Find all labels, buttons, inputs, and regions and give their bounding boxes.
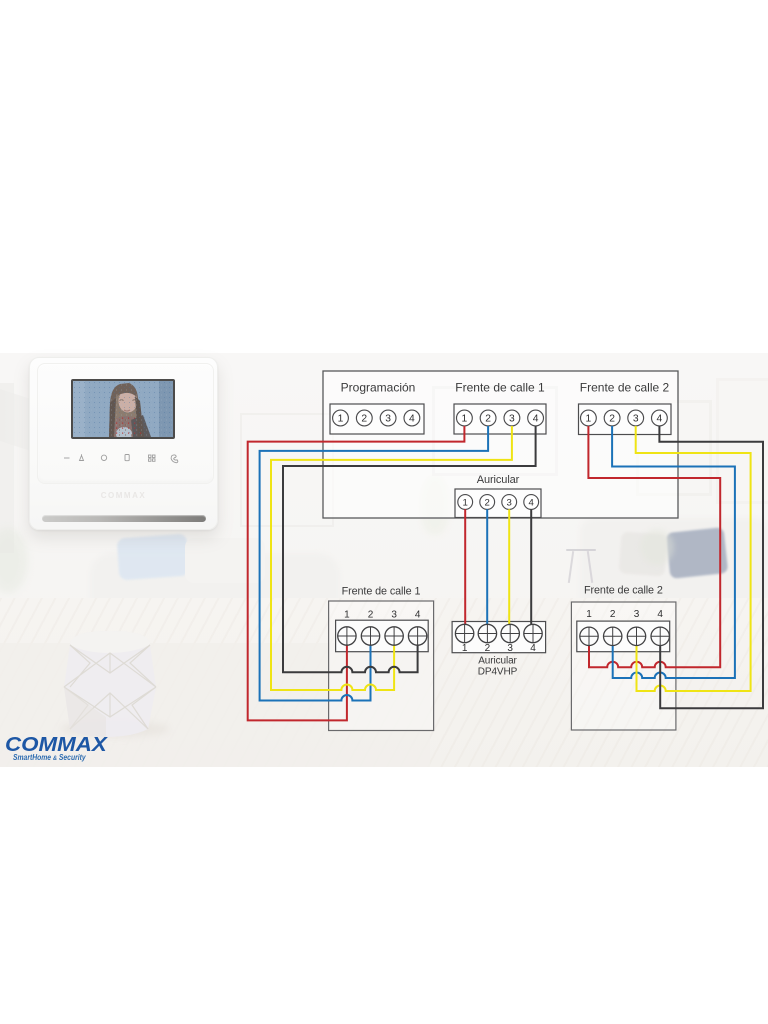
svg-text:4: 4: [533, 414, 539, 425]
svg-text:3: 3: [391, 610, 397, 621]
svg-text:1: 1: [462, 643, 468, 654]
svg-text:Frente de calle 2: Frente de calle 2: [580, 381, 670, 395]
svg-text:Frente de calle 2: Frente de calle 2: [584, 585, 663, 597]
svg-text:3: 3: [634, 609, 640, 620]
svg-text:2: 2: [361, 414, 367, 425]
svg-text:Programación: Programación: [341, 381, 416, 395]
svg-text:3: 3: [633, 414, 639, 425]
svg-text:1: 1: [338, 414, 344, 425]
svg-text:4: 4: [657, 414, 663, 425]
svg-text:1: 1: [586, 414, 592, 425]
svg-text:Auricular: Auricular: [478, 655, 517, 666]
svg-text:2: 2: [368, 610, 374, 621]
svg-text:2: 2: [609, 414, 615, 425]
svg-text:Frente de calle 1: Frente de calle 1: [455, 381, 545, 395]
svg-text:1: 1: [344, 610, 350, 621]
svg-text:4: 4: [409, 414, 415, 425]
svg-text:Frente de calle 1: Frente de calle 1: [342, 586, 421, 598]
svg-text:DP4VHP: DP4VHP: [478, 667, 518, 678]
svg-text:Auricular: Auricular: [477, 474, 520, 486]
svg-text:3: 3: [507, 497, 512, 508]
svg-text:4: 4: [415, 610, 421, 621]
svg-text:2: 2: [485, 643, 491, 654]
svg-text:4: 4: [530, 643, 536, 654]
svg-text:2: 2: [610, 609, 616, 620]
svg-text:1: 1: [586, 609, 592, 620]
svg-text:1: 1: [463, 497, 468, 508]
svg-text:4: 4: [657, 609, 663, 620]
svg-text:4: 4: [529, 497, 535, 508]
svg-text:3: 3: [385, 414, 391, 425]
svg-text:2: 2: [485, 414, 491, 425]
svg-text:2: 2: [485, 497, 490, 508]
svg-text:3: 3: [509, 414, 515, 425]
svg-text:3: 3: [507, 643, 513, 654]
svg-text:1: 1: [462, 414, 468, 425]
